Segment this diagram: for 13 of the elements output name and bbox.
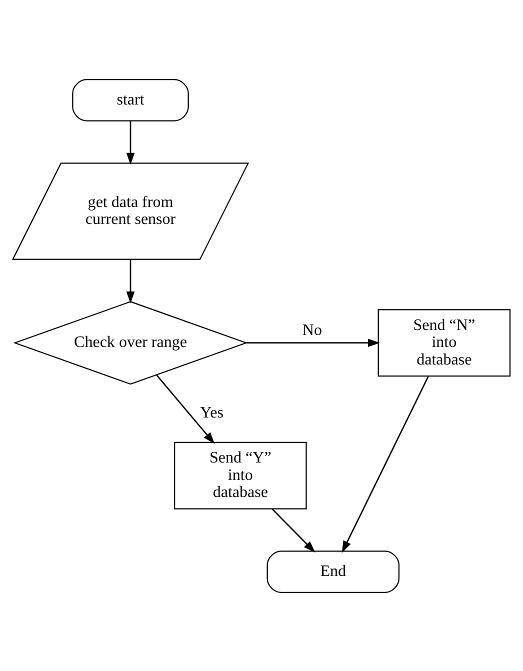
arrow: [126, 120, 135, 164]
node-diamond: Check over range: [13, 300, 248, 384]
node-box: Send “Y” into database: [174, 441, 307, 509]
arrow: [342, 376, 429, 552]
node-box: Send “N” into database: [378, 308, 511, 376]
arrow: [246, 338, 380, 347]
edge-label: No: [302, 322, 322, 339]
node-box: start: [72, 78, 189, 121]
arrow: [156, 374, 215, 444]
arrow: [272, 508, 316, 552]
node-box: End: [266, 550, 400, 592]
arrow: [126, 258, 135, 303]
edge-label: Yes: [200, 404, 224, 422]
